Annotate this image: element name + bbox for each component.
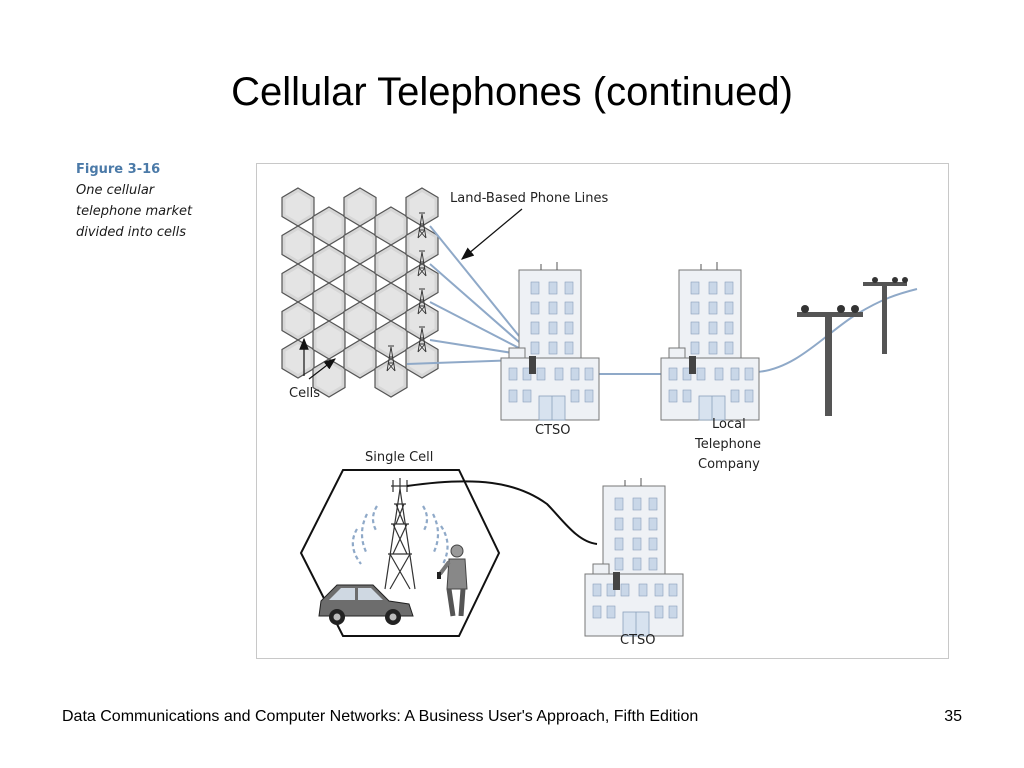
cell-hexagon	[281, 339, 315, 379]
cell-hexagon	[312, 244, 346, 284]
figure-diagram: Land-Based Phone Lines Cells CTSO Local …	[256, 163, 949, 659]
cell-hexagon	[374, 244, 408, 284]
local-telco-label-3: Company	[698, 457, 760, 472]
cell-hexagon	[312, 282, 346, 322]
cell-hexagon	[374, 358, 408, 398]
ctso-bottom-label: CTSO	[620, 633, 656, 648]
cell-hexagon	[374, 320, 408, 360]
cell-hexagon	[281, 263, 315, 303]
cell-hexagon	[374, 206, 408, 246]
land-based-phone-lines	[406, 225, 918, 375]
page-number: 35	[944, 708, 962, 725]
local-telco-label-1: Local	[712, 417, 746, 432]
single-cell-tower	[384, 478, 416, 590]
person-with-phone-icon	[437, 544, 468, 617]
cell-hexagon	[405, 301, 439, 341]
car-icon	[318, 584, 414, 625]
cell-hexagon	[281, 225, 315, 265]
cell-hexagon	[374, 282, 408, 322]
ctso-top-label: CTSO	[535, 423, 571, 438]
footer-text: Data Communications and Computer Network…	[62, 708, 699, 725]
figure-label: Figure 3-16	[76, 162, 161, 177]
cell-hexagon	[281, 187, 315, 227]
land-lines-label: Land-Based Phone Lines	[450, 191, 608, 206]
land-lines-arrow	[461, 208, 523, 260]
local-telco-label-2: Telephone	[694, 437, 761, 452]
cells-arrow-2	[308, 358, 336, 380]
cell-hexagon	[281, 301, 315, 341]
cell-hexagon	[405, 263, 439, 303]
cell-hexagon	[343, 339, 377, 379]
cell-hexagon	[343, 263, 377, 303]
cell-hexagon	[343, 225, 377, 265]
slide-title: Cellular Telephones (continued)	[231, 70, 793, 114]
local-telephone-building	[660, 261, 760, 421]
cell-honeycomb	[281, 187, 439, 398]
ctso-building-top	[500, 261, 600, 421]
ctso-building-bottom	[584, 477, 684, 637]
single-cell-label: Single Cell	[365, 450, 433, 465]
cell-hexagon	[405, 187, 439, 227]
cell-hexagon	[343, 301, 377, 341]
radio-waves	[351, 505, 449, 565]
telephone-poles	[797, 277, 908, 416]
cell-hexagon	[405, 339, 439, 379]
cell-hexagon	[312, 320, 346, 360]
cell-hexagon	[343, 187, 377, 227]
diagram-canvas: Land-Based Phone Lines Cells CTSO Local …	[281, 187, 918, 648]
cells-label: Cells	[289, 386, 320, 401]
tower-to-ctso-line	[406, 480, 598, 545]
figure-caption: Figure 3-16 One cellular telephone marke…	[76, 160, 251, 243]
cell-hexagon	[312, 206, 346, 246]
figure-description: One cellular telephone market divided in…	[76, 183, 193, 240]
cell-hexagon	[405, 225, 439, 265]
